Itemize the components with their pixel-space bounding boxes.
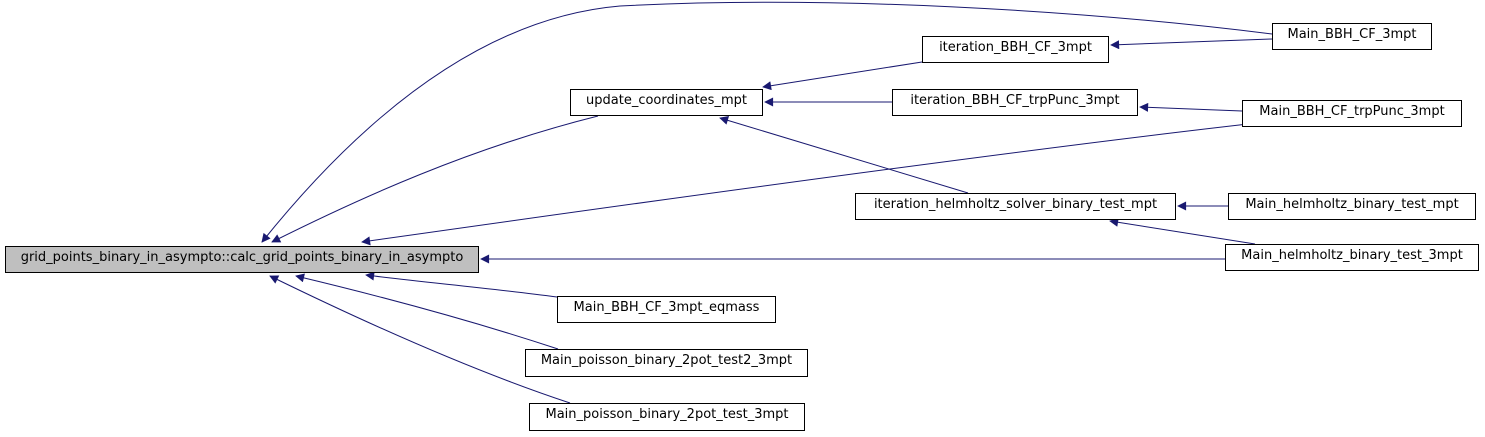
- edge-iteration-bbh-cf-3mpt-to-update-coordinates-mpt: [762, 61, 923, 91]
- node-iteration-bbh-cf-3mpt[interactable]: iteration_BBH_CF_3mpt: [922, 36, 1109, 63]
- node-update-coordinates-mpt[interactable]: update_coordinates_mpt: [570, 89, 763, 116]
- node-main-bbh-cf-3mpt[interactable]: Main_BBH_CF_3mpt: [1272, 23, 1432, 50]
- node-main-bbh-cf-3mpt-eqmass[interactable]: Main_BBH_CF_3mpt_eqmass: [557, 296, 776, 323]
- edge-main-bbh-cf-trppunc-3mpt-to-root: [361, 123, 1249, 246]
- edge-main-bbh-cf-trppunc-3mpt-to-iteration-bbh-cf-trppunc-3mpt: [1139, 102, 1243, 112]
- edge-main-bbh-cf-3mpt-to-root: [261, 1, 1273, 243]
- edge-main-poisson-binary-2pot-test-3mpt-to-root: [269, 275, 571, 404]
- edge-main-helmholtz-binary-test-3mpt-to-iteration-helmholtz-solver-binary-test-mpt: [1109, 217, 1256, 245]
- node-main-helmholtz-binary-test-mpt[interactable]: Main_helmholtz_binary_test_mpt: [1228, 193, 1476, 220]
- node-main-poisson-binary-2pot-test-3mpt[interactable]: Main_poisson_binary_2pot_test_3mpt: [529, 403, 805, 431]
- edge-iteration-helmholtz-solver-binary-test-mpt-to-update-coordinates-mpt: [719, 116, 969, 194]
- node-main-helmholtz-binary-test-3mpt[interactable]: Main_helmholtz_binary_test_3mpt: [1225, 244, 1479, 271]
- edge-main-bbh-cf-3mpt-eqmass-to-root: [365, 271, 558, 298]
- edge-main-poisson-binary-2pot-test2-3mpt-to-root: [295, 273, 559, 350]
- node-main-poisson-binary-2pot-test2-3mpt[interactable]: Main_poisson_binary_2pot_test2_3mpt: [525, 349, 808, 377]
- node-iteration-bbh-cf-trppunc-3mpt[interactable]: iteration_BBH_CF_trpPunc_3mpt: [892, 89, 1138, 116]
- node-root[interactable]: grid_points_binary_in_asympto::calc_grid…: [5, 246, 479, 273]
- node-main-bbh-cf-trppunc-3mpt[interactable]: Main_BBH_CF_trpPunc_3mpt: [1242, 100, 1462, 127]
- node-iteration-helmholtz-solver-binary-test-mpt[interactable]: iteration_helmholtz_solver_binary_test_m…: [855, 193, 1176, 220]
- edge-main-bbh-cf-3mpt-to-iteration-bbh-cf-3mpt: [1110, 38, 1273, 50]
- edge-update-coordinates-mpt-to-root: [271, 115, 599, 243]
